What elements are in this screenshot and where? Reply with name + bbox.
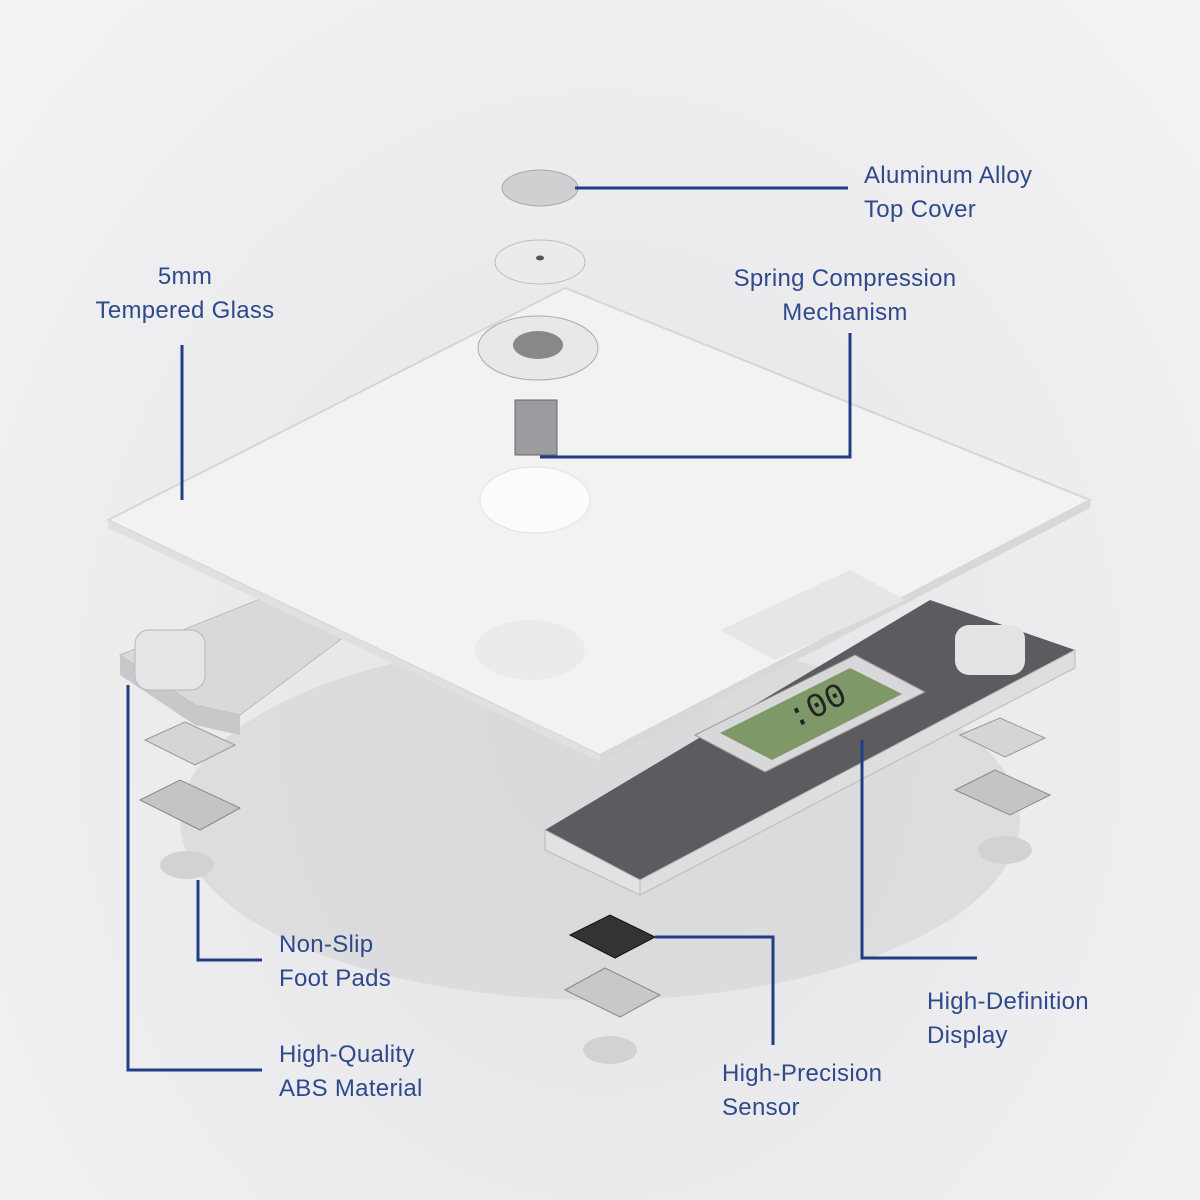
label-line: High-Quality [279, 1041, 415, 1068]
label-abs-material: High-Quality ABS Material [279, 1038, 423, 1106]
label-tempered-glass: 5mm Tempered Glass [70, 260, 300, 328]
label-line: Mechanism [782, 299, 908, 326]
label-line: Tempered Glass [95, 297, 275, 324]
foot-parts-left [138, 721, 242, 879]
foot-parts-right [953, 717, 1052, 864]
label-line: Sensor [722, 1094, 800, 1121]
label-line: Non-Slip [279, 931, 374, 958]
sensor-parts [563, 914, 662, 1064]
leader-lines [126, 186, 977, 1072]
label-line: High-Precision [722, 1060, 883, 1087]
label-line: Spring Compression [733, 265, 957, 292]
label-spring-mechanism: Spring Compression Mechanism [700, 262, 990, 330]
lcd-display: :00 [693, 654, 927, 773]
tempered-glass-plate [105, 286, 1093, 762]
label-line: Display [927, 1022, 1008, 1049]
label-line: Top Cover [864, 196, 977, 223]
label-line: High-Definition [927, 988, 1089, 1015]
label-foot-pads: Non-Slip Foot Pads [279, 928, 391, 996]
label-aluminum-top-cover: Aluminum Alloy Top Cover [864, 159, 1032, 227]
label-line: 5mm [157, 263, 213, 290]
label-display: High-Definition Display [927, 985, 1089, 1053]
label-line: Foot Pads [279, 965, 392, 992]
aluminum-top-cover [501, 169, 579, 207]
spring-mechanism [477, 315, 599, 456]
label-sensor: High-Precision Sensor [722, 1057, 882, 1125]
button-cap [494, 239, 586, 285]
label-line: Aluminum Alloy [864, 162, 1033, 189]
label-line: ABS Material [279, 1075, 423, 1102]
